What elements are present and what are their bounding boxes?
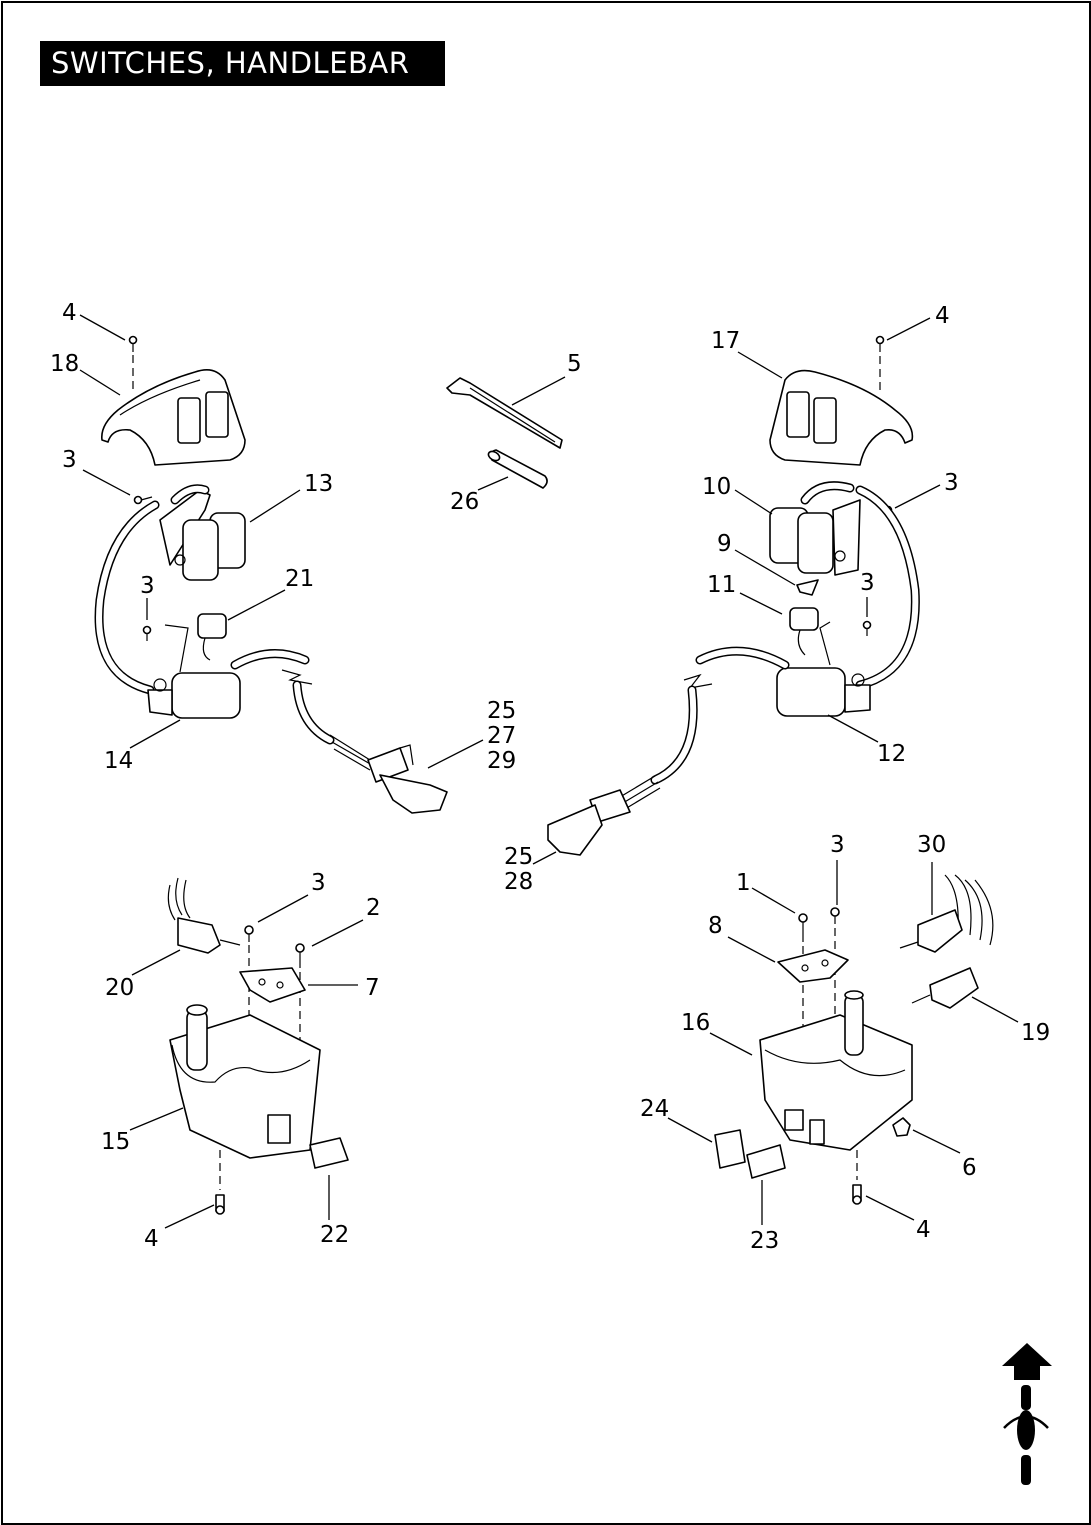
left-switch-housing-assembly [94,335,448,814]
callout-14: 14 [104,748,133,774]
button-23 [746,1144,786,1179]
switch-14 [147,624,241,719]
switch-cover-18 [101,369,246,466]
callout-30: 30 [917,832,946,858]
callout-18: 18 [50,351,79,377]
callout-13: 13 [304,471,333,497]
callout-16: 16 [681,1010,710,1036]
cable-strap-5 [446,377,563,449]
callout-17: 17 [711,328,740,354]
callout-9: 9 [717,531,732,557]
housing-16 [759,990,913,1180]
callout-26: 26 [450,489,479,515]
housing-15 [169,1004,321,1190]
callout-27: 27 [487,723,516,749]
callout-25: 25 [504,844,533,870]
callout-5: 5 [567,351,582,377]
callout-10: 10 [702,474,731,500]
callout-12: 12 [877,741,906,767]
screw-3-left-b [142,625,152,641]
plate-7 [239,967,306,1003]
connector-25-27-29 [367,744,448,814]
callout-8: 8 [708,913,723,939]
switch-12 [776,621,871,717]
callout-2: 2 [366,895,381,921]
screw-4-bottom-left [215,1194,225,1215]
callout-19: 19 [1021,1020,1050,1046]
screw-4-top-left [128,335,138,390]
callout-4: 4 [916,1217,931,1243]
screw-3-left-a [133,495,153,505]
switch-9 [796,579,819,596]
callout-3: 3 [62,447,77,473]
callout-3: 3 [860,570,875,596]
callout-28: 28 [504,869,533,895]
right-switch-housing-assembly [547,335,920,856]
callout-21: 21 [285,566,314,592]
callout-4: 4 [144,1226,159,1252]
switch-11 [789,607,819,656]
callout-15: 15 [101,1129,130,1155]
left-lower-housing-assembly [167,877,349,1215]
connector-25-28 [547,789,631,856]
callout-25: 25 [487,698,516,724]
plate-8 [777,949,849,983]
switch-21 [197,613,227,661]
switch-10 [769,499,861,576]
callout-4: 4 [62,300,77,326]
switch-20 [167,877,241,954]
screw-4-top-right [875,335,885,392]
page-title: SWITCHES, HANDLEBAR [40,41,445,86]
switch-cover-17 [769,369,914,466]
screw-3-bottom-left [244,925,254,1080]
callout-3: 3 [830,832,845,858]
switch-19 [911,967,979,1009]
callout-6: 6 [962,1155,977,1181]
button-24 [714,1129,746,1169]
callout-24: 24 [640,1096,669,1122]
sleeve-26 [487,449,548,489]
right-lower-housing-assembly [714,874,994,1205]
callout-4: 4 [935,303,950,329]
callout-20: 20 [105,975,134,1001]
callout-3: 3 [311,870,326,896]
switch-30 [899,874,994,953]
callout-23: 23 [750,1228,779,1254]
leader-lines [79,314,1019,1229]
screw-4-bottom-right [852,1184,862,1205]
callout-11: 11 [707,572,736,598]
callout-29: 29 [487,748,516,774]
callout-3: 3 [140,573,155,599]
callout-1: 1 [736,870,751,896]
front-arrow-motorcycle-icon [1002,1343,1052,1485]
callout-3: 3 [944,470,959,496]
screw-3-right-b [862,620,872,636]
callout-7: 7 [365,975,380,1001]
switch-13 [159,489,246,581]
callout-numbers: 4 18 3 13 3 21 14 25 27 29 5 26 17 4 10 … [50,300,1050,1254]
button-22 [309,1137,349,1169]
plug-6 [892,1117,911,1137]
callout-22: 22 [320,1222,349,1248]
screw-1 [798,913,808,1080]
